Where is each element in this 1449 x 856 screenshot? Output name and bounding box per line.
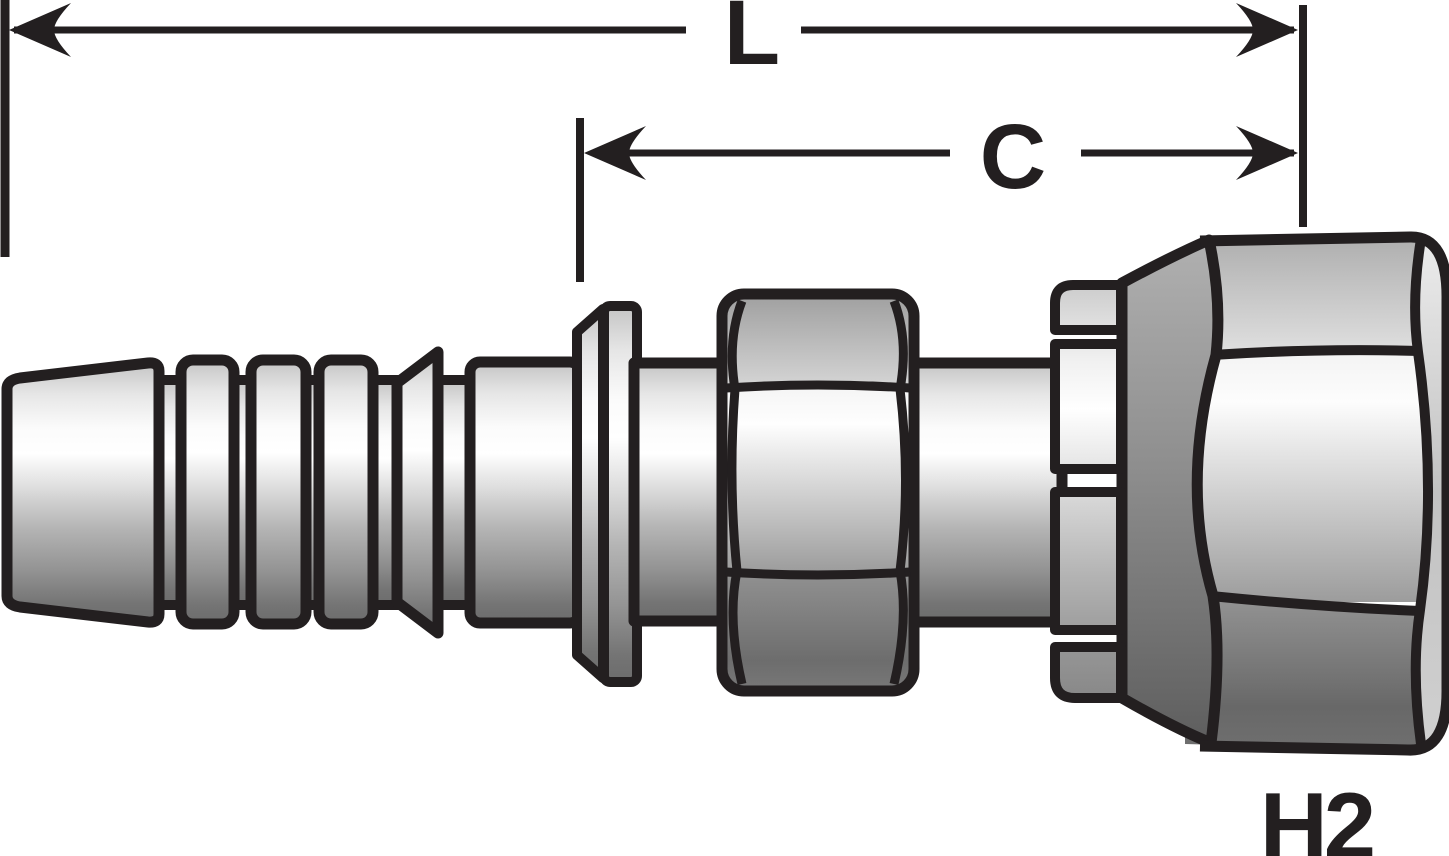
swivel-edge-upper (1211, 345, 1421, 360)
barb-rib-1 (175, 354, 240, 630)
swivel-face-middle (1185, 352, 1448, 602)
dimension-annotations (0, 0, 1307, 282)
swivel-nut-faces (1185, 236, 1448, 751)
hex-corner-right (889, 299, 910, 686)
swivel-edge-lower (1210, 591, 1421, 616)
fitting-illustration (1, 231, 1449, 756)
dimension-label-c: C (980, 106, 1046, 208)
shaft-hex-to-swivel (900, 357, 1068, 628)
arrowhead-l-right-icon (1236, 3, 1298, 57)
hex-face-top (722, 294, 914, 389)
hex-edge-lower (725, 567, 911, 580)
shaft-flange-to-hex (628, 357, 736, 627)
swivel-nut-outline (1199, 231, 1449, 756)
nose-cone (1, 357, 165, 628)
arrowhead-c-left-icon (584, 126, 646, 180)
barb-rib-2 (245, 354, 312, 630)
swivel-face-top (1185, 236, 1448, 354)
hex-corner-left (727, 299, 747, 686)
body-cylinder (464, 356, 586, 629)
collar-segment-3 (1050, 487, 1126, 635)
collar-segment-1 (1050, 280, 1126, 335)
hex-face-bottom (722, 570, 914, 691)
arrowhead-l-left-icon (9, 3, 71, 57)
hex-face-middle (722, 387, 914, 574)
hex-nut-outline (716, 288, 920, 697)
stem-flare (391, 346, 444, 639)
arrowhead-c-right-icon (1236, 126, 1298, 180)
swivel-face-bottom (1185, 592, 1448, 751)
dimension-arrowheads (9, 3, 1298, 180)
hex-nut-faces (722, 294, 914, 691)
dimension-label-l: L (724, 0, 780, 84)
barb-rib-3 (313, 354, 379, 630)
hex-edge-upper (725, 380, 911, 393)
swivel-corner-right (1410, 238, 1434, 745)
collar-segment-4 (1050, 642, 1126, 703)
collar-segment-2 (1050, 339, 1126, 474)
part-code-label: H2 (1260, 773, 1373, 856)
